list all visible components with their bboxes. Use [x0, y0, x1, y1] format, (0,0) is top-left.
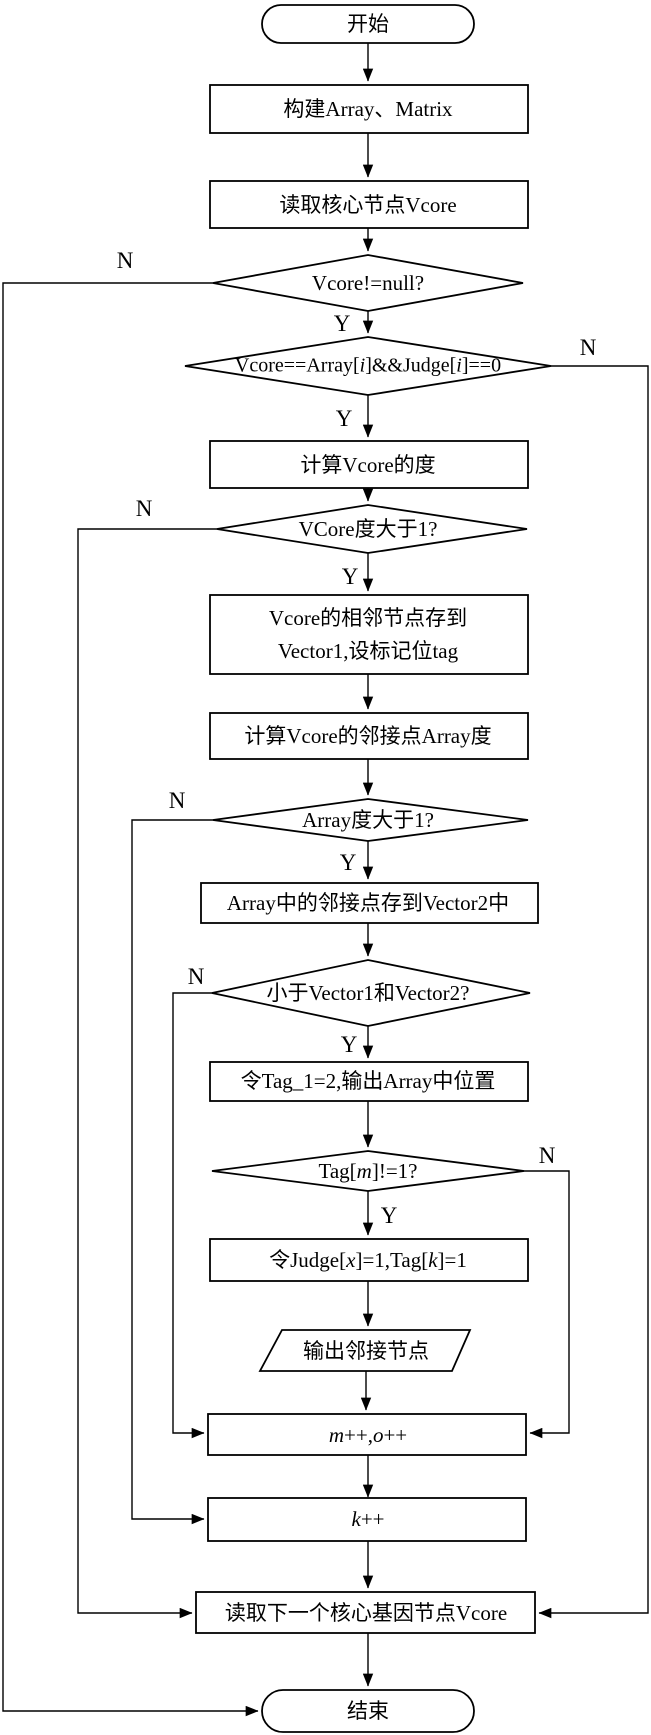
branch-yes-tag-m: Y [380, 1203, 398, 1228]
node-shapes [184, 4, 552, 1733]
increment-m-o-shape [207, 1413, 527, 1456]
branch-yes-vcore-match: Y [335, 406, 353, 431]
increment-k-shape [207, 1497, 527, 1542]
decision-array-degree-shape [212, 798, 529, 842]
branch-no-vcore-match: N [579, 335, 597, 360]
output-adjacent-label: 输出邻接节点 [303, 1338, 429, 1363]
branch-no-vcore-not-null: N [116, 248, 134, 273]
connector-darray-inck-no [131, 819, 213, 1525]
decision-array-degree-label: Array度大于1? [302, 807, 434, 832]
branch-no-array-degree: N [168, 788, 186, 813]
decision-vcore-match-label: Vcore==Array[i]&&Judge[i]==0 [234, 354, 502, 377]
decision-vcore-match-shape [184, 336, 552, 396]
read-next-core-label: 读取下一个核心基因节点Vcore [224, 1600, 508, 1625]
set-judge-tag-label: 令Judge[x]=1,Tag[k]=1 [269, 1247, 467, 1272]
end-terminator-shape [261, 1689, 475, 1733]
read-next-core-shape [195, 1591, 536, 1634]
calc-vcore-degree-label: 计算Vcore的度 [300, 452, 436, 477]
connector-dtagm-incmo-no [524, 1170, 570, 1439]
connector-dnull-end-no [2, 282, 259, 1717]
store-vector1-line1: Vcore的相邻节点存到 [268, 606, 468, 630]
store-vector1-shape [209, 594, 529, 675]
branch-no-vcore-degree: N [135, 496, 153, 521]
calc-adjacent-degree-shape [209, 712, 529, 760]
decision-less-than-vectors-shape [211, 959, 531, 1027]
decision-vcore-degree-shape [216, 504, 528, 554]
calc-adjacent-degree-label: 计算Vcore的邻接点Array度 [244, 723, 492, 748]
branch-yes-array-degree: Y [339, 850, 357, 875]
branch-yes-less-than: Y [340, 1032, 358, 1057]
decision-tag-m-shape [211, 1150, 525, 1192]
set-judge-tag-shape [209, 1238, 529, 1282]
set-tag1-output-label: 令Tag_1=2,输出Array中位置 [240, 1068, 496, 1093]
increment-m-o-label: m++,o++ [328, 1422, 408, 1447]
start-label: 开始 [347, 11, 389, 36]
start-terminator-shape [261, 4, 475, 44]
decision-vcore-not-null-label: Vcore!=null? [311, 270, 425, 295]
decision-less-than-vectors-label: 小于Vector1和Vector2? [266, 980, 470, 1005]
connectors [2, 43, 649, 1717]
decision-tag-m-label: Tag[m]!=1? [318, 1158, 418, 1183]
connector-ddegree-readnext-no [77, 528, 217, 1619]
build-array-matrix-label: 构建Array、Matrix [283, 96, 453, 121]
branch-yes-vcore-degree: Y [341, 564, 359, 589]
connector-dmatch-readnext-no [538, 365, 649, 1619]
output-adjacent-io-shape [258, 1329, 472, 1372]
read-core-node-label: 读取核心节点Vcore [279, 192, 457, 217]
build-array-matrix-shape [209, 84, 529, 134]
decision-vcore-degree-label: VCore度大于1? [298, 516, 438, 541]
increment-k-label: k++ [351, 1506, 385, 1531]
decision-vcore-not-null-shape [212, 254, 524, 312]
store-vector1-line2: Vector1,设标记位tag [277, 639, 459, 663]
store-vector2-label: Array中的邻接点存到Vector2中 [226, 890, 510, 915]
set-tag1-output-shape [209, 1061, 529, 1102]
store-vector2-shape [200, 882, 539, 924]
end-label: 结束 [347, 1698, 389, 1723]
calc-vcore-degree-shape [209, 440, 529, 489]
branch-no-tag-m: N [538, 1143, 556, 1168]
connector-dless-incmo-no [172, 992, 212, 1439]
store-vector1-label: Vcore的相邻节点存到 Vector1,设标记位tag [269, 602, 467, 668]
branch-yes-vcore-not-null: Y [333, 311, 351, 336]
branch-no-less-than: N [187, 964, 205, 989]
read-core-node-shape [209, 180, 529, 229]
